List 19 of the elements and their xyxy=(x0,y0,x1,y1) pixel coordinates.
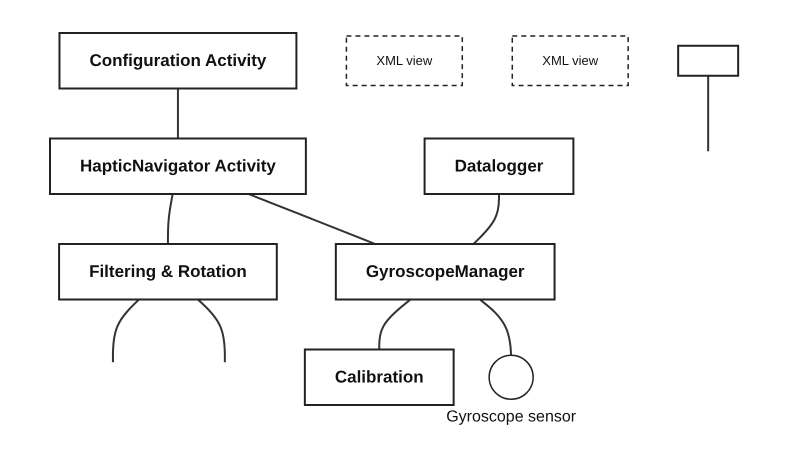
connector xyxy=(176,88,179,139)
connector xyxy=(248,193,376,246)
node-box: XML view xyxy=(346,36,463,87)
connector xyxy=(707,76,710,152)
node-box: Filtering & Rotation xyxy=(58,243,278,301)
node-box: Datalogger xyxy=(424,138,574,196)
connector xyxy=(472,194,500,246)
node-caption: Gyroscope sensor xyxy=(446,408,576,426)
node-box: GyroscopeManager xyxy=(334,243,556,301)
node-box: Calibration xyxy=(304,348,455,406)
connector xyxy=(197,299,226,363)
node-circle xyxy=(488,354,534,400)
node-box: XML view xyxy=(511,36,629,87)
node-box: Configuration Activity xyxy=(58,32,298,90)
connector xyxy=(112,299,140,363)
connector xyxy=(166,194,174,244)
node-box xyxy=(677,45,740,78)
connector xyxy=(378,299,412,350)
node-box: HapticNavigator Activity xyxy=(48,138,307,196)
